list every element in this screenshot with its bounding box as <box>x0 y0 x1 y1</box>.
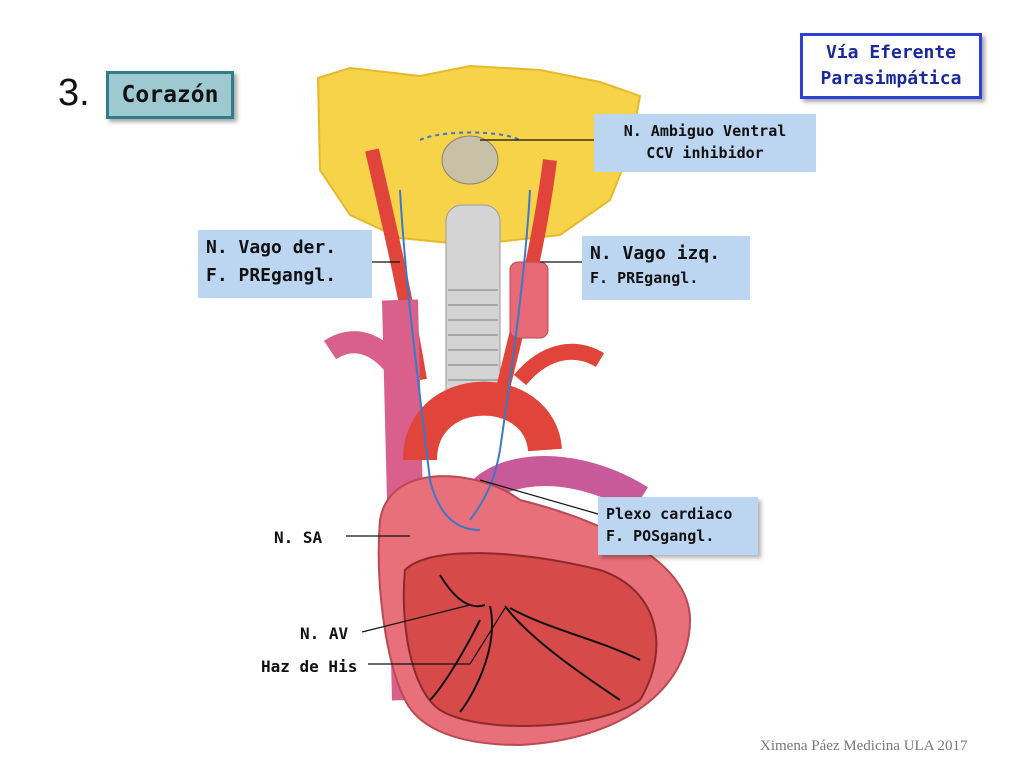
plexo-line-2: F. POSgangl. <box>606 527 715 545</box>
vago-izq-line-1: N. Vago izq. <box>590 243 721 264</box>
pathway-line-2: Parasimpática <box>820 68 962 89</box>
av-node-label: N. AV <box>300 624 349 643</box>
foramen-magnum <box>441 135 499 185</box>
plexo-line-1: Plexo cardiaco <box>606 505 733 523</box>
plexo-label-box: Plexo cardiaco F. POSgangl. <box>598 497 758 555</box>
vago-der-label-box: N. Vago der. F. PREgangl. <box>198 230 372 298</box>
vago-der-line-1: N. Vago der. <box>206 237 337 258</box>
subclavian-left <box>513 343 605 386</box>
pathway-title-box: Vía Eferente Parasimpática <box>800 33 982 99</box>
aortic-arch <box>403 381 562 462</box>
vago-der-line-2: F. PREgangl. <box>206 265 337 286</box>
vago-izq-label-box: N. Vago izq. F. PREgangl. <box>582 236 750 300</box>
ambiguo-line-1: N. Ambiguo Ventral <box>623 122 787 140</box>
jugular-segment <box>509 261 549 339</box>
ambiguo-line-2: CCV inhibidor <box>646 144 764 162</box>
slide-number: 3. <box>58 72 90 114</box>
vagus-nerves <box>399 131 531 531</box>
footer-credit: Ximena Páez Medicina ULA 2017 <box>760 738 968 754</box>
ambiguo-label-box: N. Ambiguo Ventral CCV inhibidor <box>594 114 816 172</box>
conduction-fibers <box>429 574 641 713</box>
his-bundle-label: Haz de His <box>261 657 358 676</box>
topic-title-box: Corazón <box>106 71 234 119</box>
pathway-line-1: Vía Eferente <box>825 42 957 63</box>
vago-izq-line-2: F. PREgangl. <box>590 269 699 287</box>
sa-node-label: N. SA <box>274 528 323 547</box>
